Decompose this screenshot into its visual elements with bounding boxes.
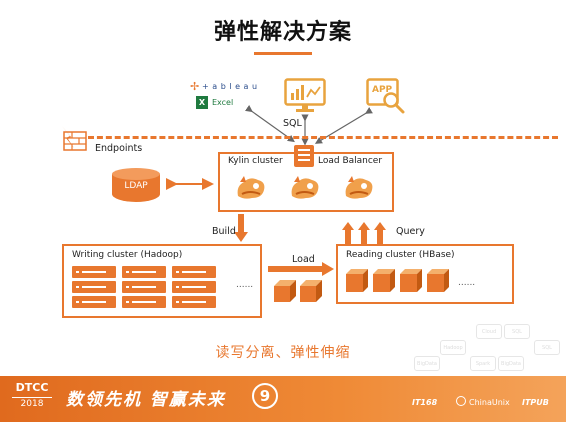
kylin-node-icon [291,176,319,199]
query-label: Query [396,226,425,237]
footer-bar [0,376,566,422]
writing-cluster-label: Writing cluster (Hadoop) [72,250,183,260]
load-balancer-icon [294,145,314,167]
sponsor-itpub: ITPUB [522,398,549,407]
reading-ellipsis: ...... [458,278,476,288]
slogan: 读写分离、弹性伸缩 [215,345,351,361]
dashboard-monitor-icon [284,78,326,112]
query-arrows [342,222,386,246]
app-label: APP [372,85,393,95]
bg-hexagon: BigData [498,356,524,371]
dtcc-year: 2018 [12,397,52,409]
excel-logo: X Excel [196,96,256,110]
title-underline [254,52,312,55]
endpoints-label: Endpoints [95,143,143,154]
kylin-cluster-label: Kylin cluster [228,156,283,166]
dtcc-logo: DTCC [15,381,49,394]
hbase-cubes-icon [346,269,449,292]
bg-hexagon: Cloud [476,324,502,339]
firewall-icon [62,126,87,151]
ldap-top [112,168,160,180]
sponsor-it168: IT168 [412,398,438,407]
chinaunix-icon [456,396,466,406]
footer-slogan: 数领先机 智赢未来 [66,390,226,410]
load-arrow [268,262,334,276]
excel-label: Excel [212,98,234,107]
build-arrow [234,214,248,242]
bg-hexagon: Spark [470,356,496,371]
kylin-node-icon [237,176,265,199]
ldap-database: LDAP [112,168,160,202]
tableau-logo: ✢ + a b l e a u [190,80,270,94]
page-title: 弹性解决方案 [213,20,352,45]
tableau-label: + a b l e a u [202,82,258,91]
writing-ellipsis: ...... [236,280,254,290]
sponsor-chinaunix: ChinaUnix [469,398,510,407]
ldap-label: LDAP [124,181,148,191]
bg-hexagon: SQL [504,324,530,339]
kylin-node-icon [345,176,373,199]
excel-icon: X [196,96,208,109]
sql-label: SQL [283,118,302,129]
load-balancer-label: Load Balancer [318,156,383,166]
build-label: Build [212,226,236,237]
network-boundary-line [88,136,558,139]
bg-hexagon: BigData [414,356,440,371]
app-search-icon [366,78,405,114]
load-label: Load [292,254,315,265]
bg-hexagon: SQL [534,340,560,355]
reading-cluster-label: Reading cluster (HBase) [346,250,455,260]
edition-badge: 9 [252,383,278,409]
tableau-icon: ✢ [190,80,200,93]
bg-hexagon: Hadoop [440,340,466,355]
hadoop-server-racks [72,266,216,308]
data-cubes-icon [274,280,322,302]
